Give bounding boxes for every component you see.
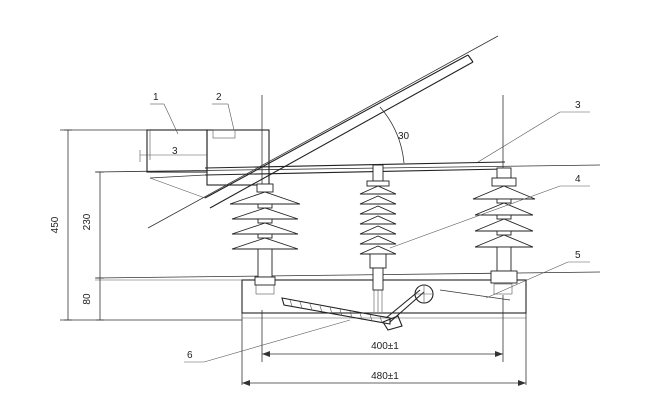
callout-5: 5 [575,250,581,261]
callout-2: 2 [216,92,222,103]
base-frame [241,279,527,385]
callout-6: 6 [187,350,193,361]
insulator-middle [359,164,397,312]
callout-4: 4 [575,174,581,185]
closed-blade [149,161,506,179]
opened-blade [147,35,499,229]
dimension-outer-width: 480±1 [371,371,399,382]
operating-head [139,129,270,186]
dimension-total-height: 450 [50,216,61,233]
callout-3-right: 3 [575,100,581,111]
insulator-left [229,183,301,286]
operating-linkage [281,284,511,331]
dimension-base-height: 80 [82,293,93,305]
vertical-dimensions [64,129,104,321]
opening-angle-arc [379,106,405,164]
callout-1: 1 [153,92,159,103]
callout-leaders [150,103,590,363]
dimension-upper-height: 230 [82,213,93,230]
opening-angle-label: 30 [398,131,410,142]
horizontal-dimensions [242,295,526,386]
insulator-right [472,167,536,284]
dimension-inner-width: 400±1 [371,341,399,352]
callout-3-left: 3 [172,146,178,157]
